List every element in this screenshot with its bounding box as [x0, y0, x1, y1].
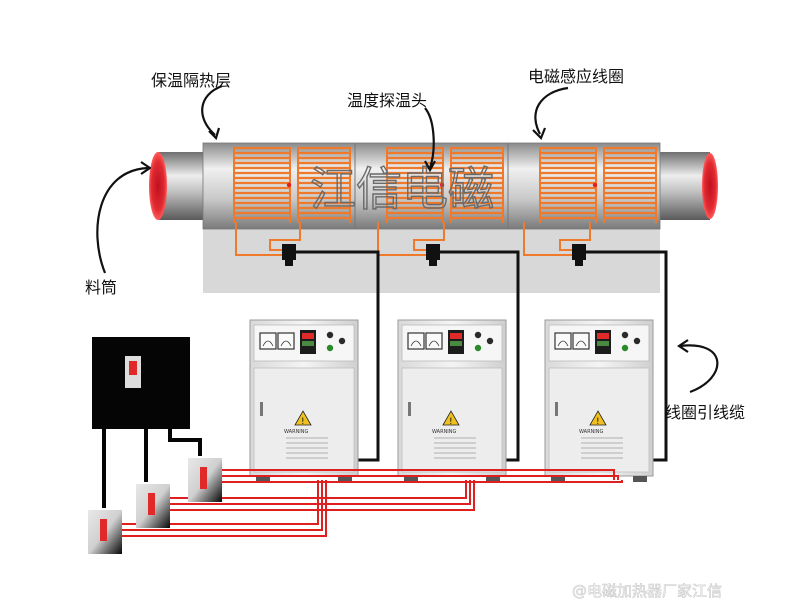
meter-gauge-icon [554, 332, 572, 350]
coil-cables [290, 250, 668, 462]
meter-gauge-icon [407, 332, 425, 350]
coil-terminal [235, 222, 301, 266]
label-temperature-probe: 温度探温头 [347, 91, 427, 110]
temperature-probe-point [439, 182, 445, 188]
heater-cabinets: ! WARNING! WARNING! WARNING [249, 319, 654, 482]
power-wires [122, 469, 623, 537]
svg-text:!: ! [301, 417, 305, 427]
heater-cabinet: ! WARNING [397, 319, 507, 482]
barrel-left-tip [149, 152, 167, 220]
meter-gauge-icon [572, 332, 590, 350]
cabinet-warning-title: WARNING [284, 429, 309, 435]
coil-leads [235, 222, 591, 266]
switch-box [92, 337, 202, 508]
watermark-text: 江信电磁 [310, 162, 494, 216]
coil-section [539, 146, 657, 223]
induction-coils [233, 146, 657, 223]
meter-gauge-icon [259, 332, 277, 350]
warning-triangle-icon: ! [294, 410, 312, 427]
temperature-probe-point [592, 182, 598, 188]
terminal-boxes [88, 458, 222, 554]
label-barrel: 料筒 [85, 278, 117, 297]
label-coil-cable: 线圈引线缆 [665, 403, 745, 422]
warning-triangle-icon: ! [589, 410, 607, 427]
warning-triangle-icon: ! [442, 410, 460, 427]
label-induction-coil: 电磁感应线圈 [528, 67, 624, 86]
cabinet-warning-title: WARNING [432, 429, 457, 435]
label-insulation: 保温隔热层 [151, 71, 231, 90]
heater-cabinet: ! WARNING [544, 319, 654, 482]
temperature-probe-point [286, 182, 292, 188]
svg-text:!: ! [596, 417, 600, 427]
barrel-right-tip [702, 153, 718, 219]
meter-gauge-icon [425, 332, 443, 350]
meter-gauge-icon [277, 332, 295, 350]
coil-section [233, 146, 351, 223]
heater-cabinet: ! WARNING [249, 319, 359, 482]
svg-text:!: ! [449, 417, 453, 427]
coil-terminal [523, 222, 591, 266]
annotation-arrows [96, 84, 719, 394]
footer-watermark: @电磁加热器厂家江信 [572, 582, 722, 600]
cabinet-warning-title: WARNING [579, 429, 604, 435]
